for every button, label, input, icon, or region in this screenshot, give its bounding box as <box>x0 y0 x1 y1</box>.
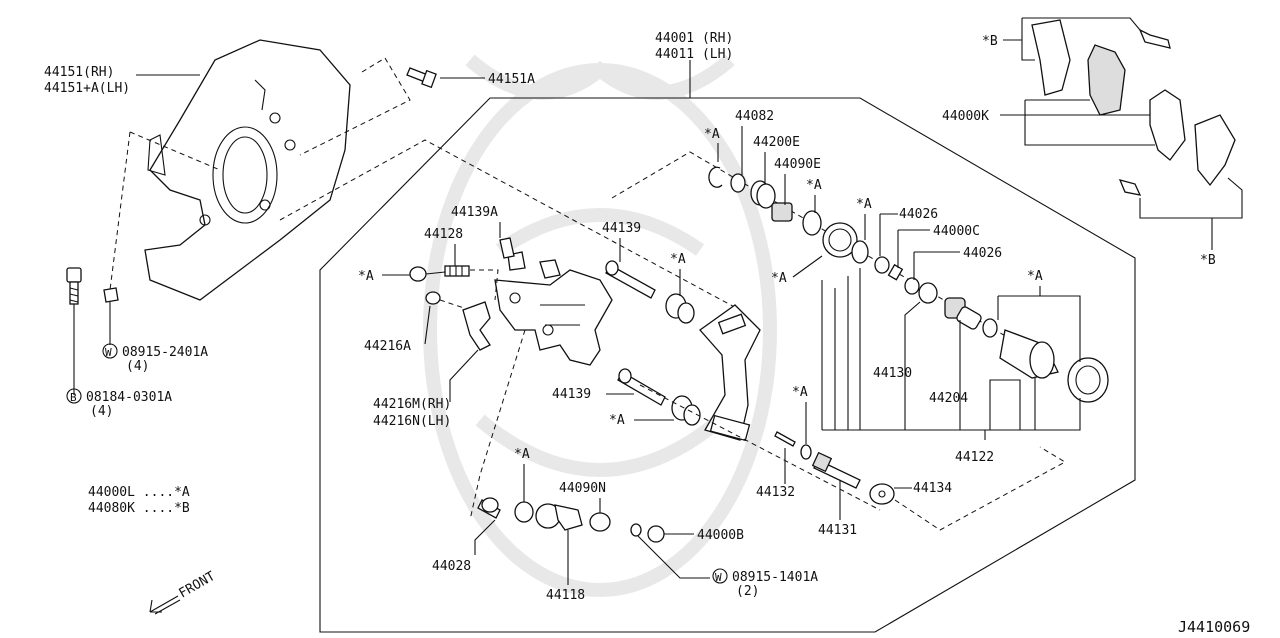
washer-08915-2401a-qty: (4) <box>126 359 149 374</box>
watermark <box>423 54 777 597</box>
ring-group <box>708 166 938 304</box>
bolt-08184-0301a-marker: B <box>66 388 82 404</box>
bleeder-44128 <box>409 265 470 282</box>
label-44122: 44122 <box>955 450 994 465</box>
a-44028: *A <box>514 447 530 462</box>
label-44134: 44134 <box>913 481 952 496</box>
washer-08915-1401a-qty: (2) <box>736 584 759 599</box>
bolt-08184-0301a-label: 08184-0301A <box>86 390 172 405</box>
a-44139-top: *A <box>670 252 686 267</box>
a-44128: *A <box>358 269 374 284</box>
b-mark-top: *B <box>982 34 998 49</box>
guide-pin-top <box>605 260 695 324</box>
caliper-bracket <box>699 304 761 442</box>
label-44090e: 44090E <box>774 157 821 172</box>
label-44082: 44082 <box>735 109 774 124</box>
a-44090e: *A <box>806 178 822 193</box>
label-44204: 44204 <box>929 391 968 406</box>
kit-legend-line-1: 44000L ....*A <box>88 485 190 500</box>
caliper-assembly-outline <box>319 97 1136 633</box>
label-44026-a: 44026 <box>899 207 938 222</box>
washer-08915-1401a: W <box>712 568 728 584</box>
label-44128: 44128 <box>424 227 463 242</box>
a-44082: *A <box>704 127 720 142</box>
label-44139-top: 44139 <box>602 221 641 236</box>
label-44216n: 44216N(LH) <box>373 414 451 429</box>
bolt-44151a <box>406 67 437 89</box>
w-symbol-top: W <box>105 346 112 359</box>
bolt-08184-0301a <box>66 267 82 305</box>
label-44139-bot: 44139 <box>552 387 591 402</box>
label-44151a: 44151A <box>488 72 535 87</box>
guide-pin-bottom <box>617 368 701 426</box>
kit-legend-line-2: 44080K ....*B <box>88 501 190 516</box>
washer-08915-1401a-label: 08915-1401A <box>732 570 818 585</box>
label-44216m: 44216M(RH) <box>373 397 451 412</box>
label-44130: 44130 <box>873 366 912 381</box>
backing-plate-label-lh: 44151+A(LH) <box>44 81 130 96</box>
washer-08915-2401a-marker: W <box>102 343 118 359</box>
parking-parts <box>477 497 665 543</box>
bracket-44216 <box>462 301 491 351</box>
a-44026: *A <box>771 271 787 286</box>
a-44132: *A <box>792 385 808 400</box>
label-44139a: 44139A <box>451 205 498 220</box>
label-44000b: 44000B <box>697 528 744 543</box>
backing-plate <box>144 39 351 301</box>
a-seal: *A <box>856 197 872 212</box>
a-44139-bot: *A <box>609 413 625 428</box>
label-44028: 44028 <box>432 559 471 574</box>
piston-group <box>944 297 1109 403</box>
drawing-number: J4410069 <box>1178 618 1250 636</box>
washer-08915-2401a <box>103 287 119 303</box>
washer-08915-2401a-label: 08915-2401A <box>122 345 208 360</box>
label-44090n: 44090N <box>559 481 606 496</box>
front-arrow-icon <box>149 595 181 615</box>
label-44200e: 44200E <box>753 135 800 150</box>
label-44000c: 44000C <box>933 224 980 239</box>
label-44132: 44132 <box>756 485 795 500</box>
pad-kit <box>1031 19 1236 196</box>
caliper-support <box>494 251 613 366</box>
bolt-08184-0301a-qty: (4) <box>90 404 113 419</box>
b-symbol: B <box>70 391 77 404</box>
caliper-label-lh: 44011 (LH) <box>655 47 733 62</box>
label-44216a: 44216A <box>364 339 411 354</box>
label-44131: 44131 <box>818 523 857 538</box>
front-label: FRONT <box>177 569 219 602</box>
backing-plate-label-rh: 44151(RH) <box>44 65 114 80</box>
b-mark-bottom: *B <box>1200 253 1216 268</box>
a-piston: *A <box>1027 269 1043 284</box>
caliper-label-rh: 44001 (RH) <box>655 31 733 46</box>
w-symbol-bottom: W <box>715 571 722 584</box>
label-44118: 44118 <box>546 588 585 603</box>
label-44026-b: 44026 <box>963 246 1002 261</box>
label-44000k: 44000K <box>942 109 989 124</box>
